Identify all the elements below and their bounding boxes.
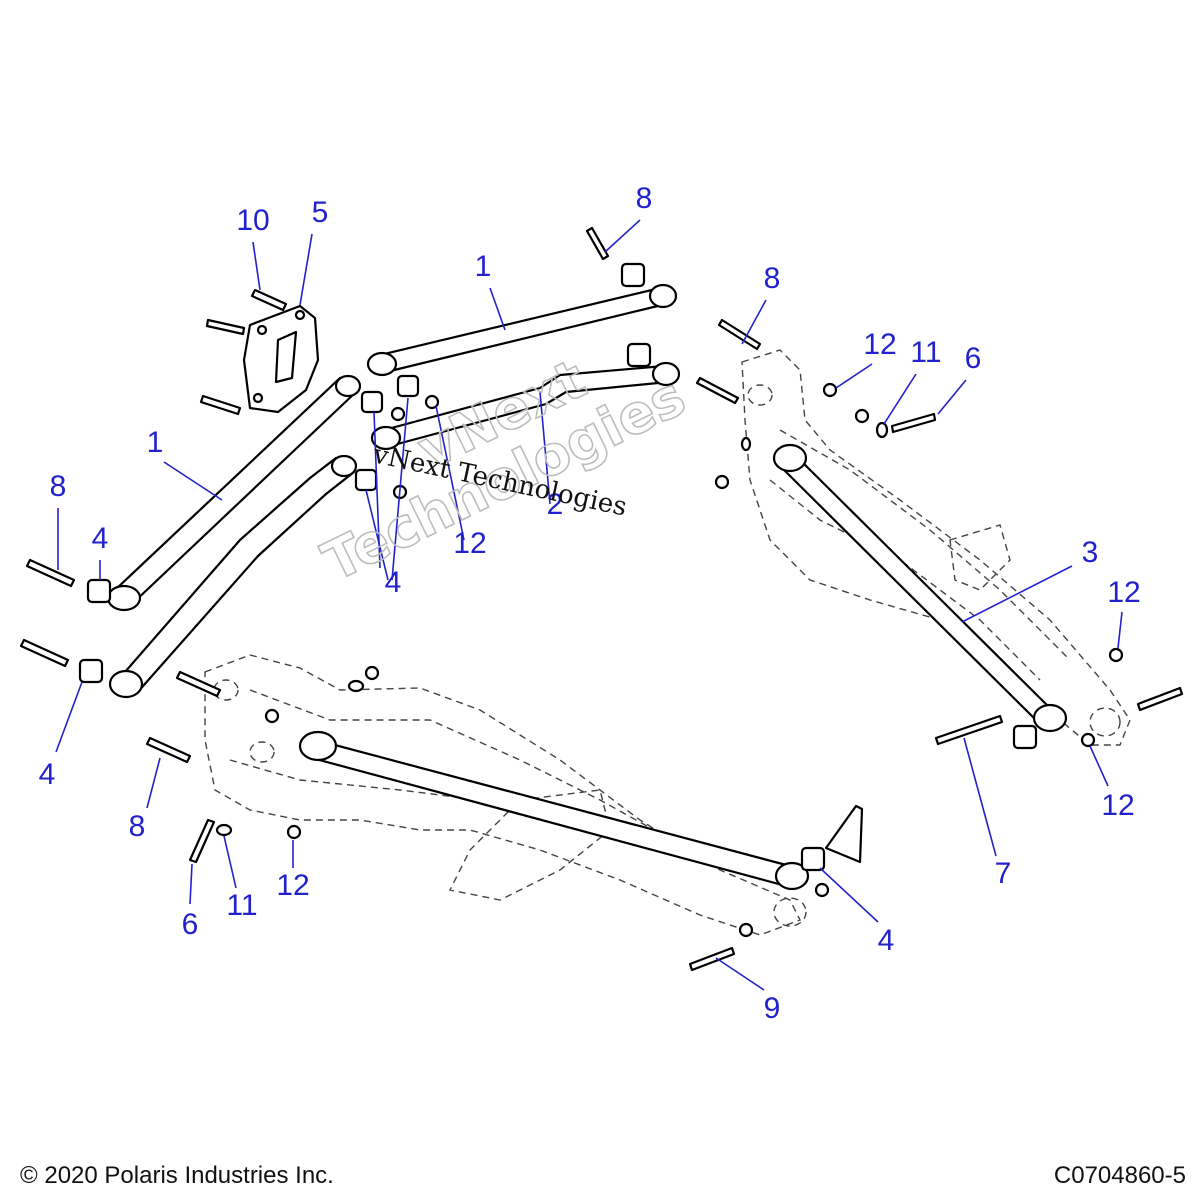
leader-line-c7 <box>963 737 997 857</box>
bolts <box>19 226 1184 972</box>
copyright-notice: © 2020 Polaris Industries Inc. <box>20 1162 334 1189</box>
leader-line-c12c <box>1117 611 1123 649</box>
leader-line-c4b <box>365 489 389 581</box>
leader-line-c8a <box>604 219 641 253</box>
leader-line-c4c <box>55 681 83 753</box>
nuts-part-12 <box>264 382 1124 938</box>
callout-c10: 10 <box>236 204 269 237</box>
control-arm-part-1-center <box>366 283 678 377</box>
leader-line-c1a <box>489 287 506 331</box>
leader-line-c12b <box>435 405 465 541</box>
callout-c12a: 12 <box>863 328 896 361</box>
leader-line-c11a <box>883 373 917 425</box>
leader-line-c2 <box>539 391 551 505</box>
leader-line-c3 <box>961 565 1073 623</box>
leader-line-c10 <box>252 241 261 291</box>
callout-c11a: 11 <box>910 336 941 369</box>
leader-line-c1b <box>163 461 223 501</box>
leader-line-c6a <box>937 379 967 415</box>
leader-line-c6b <box>189 863 193 905</box>
leader-line-c5a <box>299 233 313 306</box>
callout-c12d: 12 <box>1101 789 1134 822</box>
callout-c4d: 4 <box>878 924 895 957</box>
leader-line-c12a <box>835 363 873 389</box>
control-arm-part-1-left <box>106 374 362 612</box>
leader-line-c9 <box>715 957 765 991</box>
leader-lines <box>55 219 1123 991</box>
callout-c8a: 8 <box>636 182 653 215</box>
mount-bracket-part-5 <box>242 304 320 414</box>
figure-identifier: C0704860-5 <box>1053 1162 1186 1189</box>
callout-c1b: 1 <box>147 426 164 459</box>
callout-c2: 2 <box>547 488 564 521</box>
leader-line-c12d <box>1089 745 1109 787</box>
washers-part-11 <box>215 421 889 837</box>
leader-line-c8b <box>741 299 767 345</box>
trailing-link-lower <box>298 730 810 891</box>
control-arm-part-2-left <box>108 454 358 699</box>
callout-c5a: 5 <box>312 196 329 229</box>
callout-c3: 3 <box>1082 536 1099 569</box>
callout-c7: 7 <box>995 857 1012 890</box>
callout-c8c: 8 <box>50 470 67 503</box>
callout-c4a: 4 <box>92 522 109 555</box>
callout-c12c: 12 <box>1107 576 1140 609</box>
callout-c1a: 1 <box>475 250 492 283</box>
callout-c4c: 4 <box>39 758 56 791</box>
callout-c11b: 11 <box>226 889 257 922</box>
callout-c6a: 6 <box>965 342 982 375</box>
leader-line-c8d <box>146 757 161 809</box>
callout-c8d: 8 <box>129 810 146 843</box>
callout-c6b: 6 <box>182 908 199 941</box>
toe-link-part-3 <box>772 443 1068 733</box>
leader-line-c4d <box>819 867 879 923</box>
ghost-trailing-arm-right <box>741 349 1131 746</box>
callout-c9: 9 <box>764 992 781 1025</box>
callout-c12e: 12 <box>276 869 309 902</box>
leader-line-c11b <box>223 835 237 889</box>
callout-c8b: 8 <box>764 262 781 295</box>
leader-line-c4b <box>391 397 409 581</box>
callout-c4b: 4 <box>385 566 402 599</box>
callout-c12b: 12 <box>453 527 486 560</box>
